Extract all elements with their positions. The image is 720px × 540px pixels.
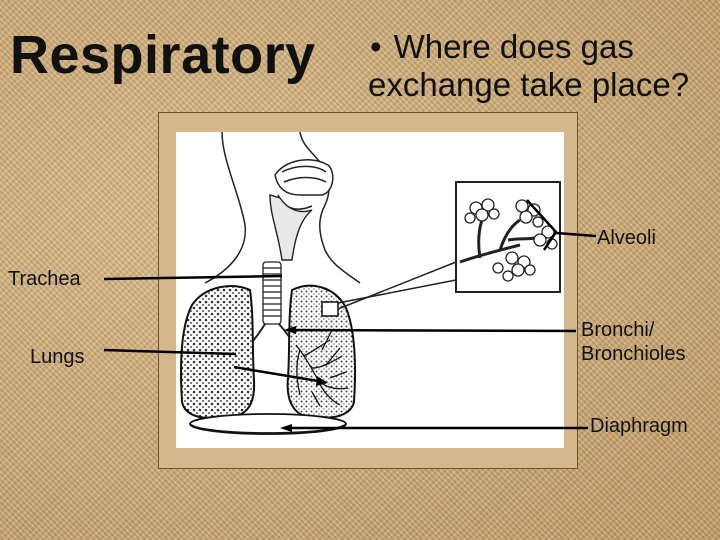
left-lung (180, 285, 256, 420)
alveoli-bracket (526, 199, 558, 251)
trachea-pointer (103, 274, 283, 281)
bullet-icon: • (370, 28, 382, 65)
trachea (249, 261, 297, 346)
bronchi-label-line2: Bronchioles (581, 343, 686, 365)
question-text: •Where does gas exchange take place? (368, 28, 718, 104)
inset-connector (337, 261, 457, 310)
alveoli-label: Alveoli (597, 227, 656, 249)
lungs-pointer-2 (233, 365, 325, 384)
diaphragm-shape (189, 413, 347, 435)
alveoli-inset (455, 181, 561, 293)
nasal-cavity (274, 159, 334, 210)
pharynx (269, 194, 313, 261)
trachea-label: Trachea (8, 268, 81, 290)
slide-title: Respiratory (10, 25, 316, 85)
diaphragm-arrowhead (280, 424, 292, 432)
question-label: Where does gas exchange take place? (368, 28, 690, 103)
bronchi-pointer (286, 328, 577, 333)
bronchi-label-line1: Bronchi/ (581, 319, 655, 341)
pointer-lines (103, 231, 597, 430)
alveoli-pointer (555, 231, 597, 238)
diaphragm-label: Diaphragm (590, 415, 688, 437)
bronchi-arrowhead (284, 326, 296, 334)
lungs-label: Lungs (30, 346, 85, 368)
alveoli-marker (321, 301, 339, 317)
lungs-pointer (103, 348, 237, 356)
lungs-arrowhead (316, 376, 328, 386)
body-outline (204, 131, 361, 284)
arrowheads (280, 326, 328, 432)
